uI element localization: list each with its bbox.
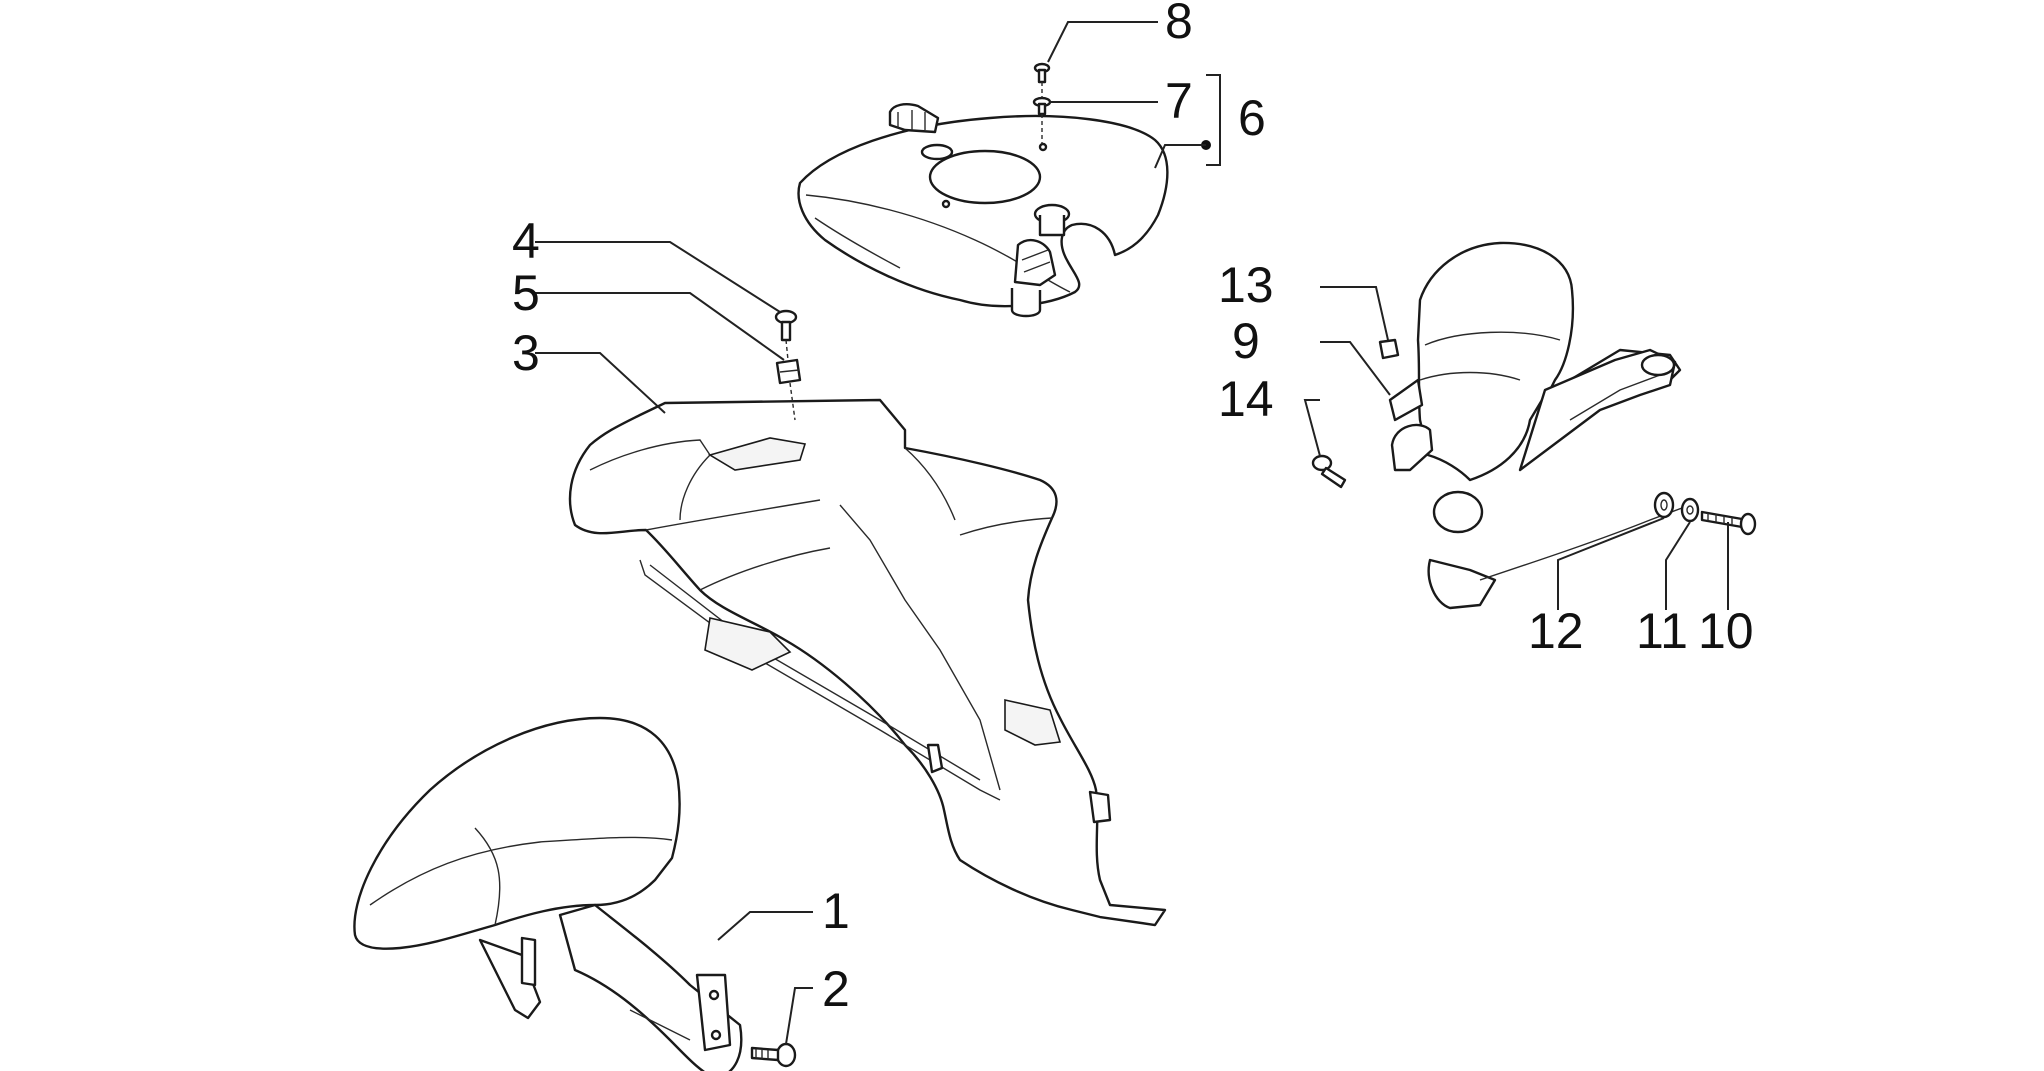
- callout-5: 5: [512, 265, 540, 321]
- part-clip-13: [1378, 338, 1400, 360]
- callout-8: 8: [1165, 0, 1193, 49]
- part-washer-11: [1680, 497, 1700, 523]
- callout-11: 11: [1636, 603, 1688, 659]
- callout-labels: 1 2 3 4 5 6 7 8 9 10 11 12 13 14: [512, 0, 1754, 1017]
- callout-9: 9: [1232, 313, 1260, 369]
- callout-13: 13: [1218, 257, 1274, 313]
- part-front-mudguard: [353, 716, 743, 1071]
- callout-12: 12: [1528, 603, 1584, 659]
- part-upper-cover: [797, 103, 1169, 318]
- part-screw-14: [1311, 454, 1347, 489]
- part-screw-2: [750, 1042, 797, 1068]
- callout-6: 6: [1238, 90, 1266, 146]
- callout-7: 7: [1165, 73, 1193, 129]
- callout-1: 1: [822, 883, 850, 939]
- part-clip-5: [775, 358, 802, 385]
- part-leg-shield: [568, 398, 1167, 927]
- leader-lines: [535, 21, 1729, 1045]
- part-bolt-10: [1700, 510, 1757, 536]
- part-washer-12: [1653, 491, 1675, 519]
- part-rear-mudguard: [1388, 241, 1691, 610]
- callout-14: 14: [1218, 371, 1274, 427]
- callout-4: 4: [512, 213, 540, 269]
- callout-3: 3: [512, 325, 540, 381]
- part-screw-4: [774, 309, 798, 342]
- part-screw-8: [1033, 62, 1051, 84]
- part-washer-7: [1032, 96, 1052, 116]
- callout-10: 10: [1698, 603, 1754, 659]
- callout-2: 2: [822, 961, 850, 1017]
